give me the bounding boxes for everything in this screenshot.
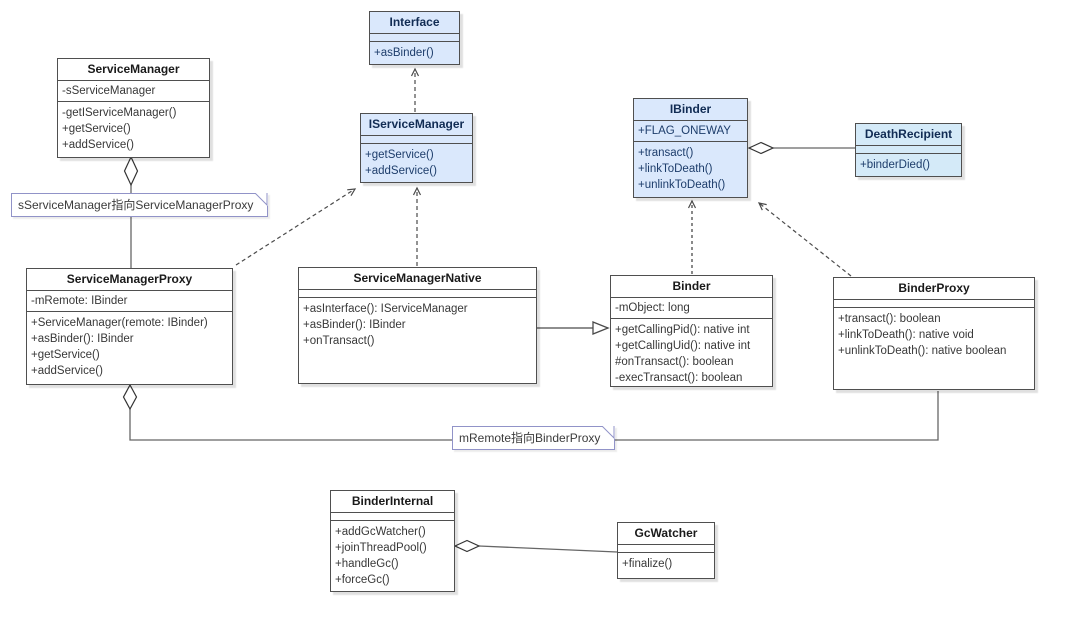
class-attributes bbox=[361, 136, 472, 144]
class-title: GcWatcher bbox=[618, 523, 714, 545]
note-sservicemanager-pointer: sServiceManager指向ServiceManagerProxy bbox=[11, 193, 269, 217]
method-line: +addGcWatcher() bbox=[335, 526, 426, 538]
connector-ibinder-deathrecipient bbox=[747, 141, 855, 155]
method-line: -getIServiceManager() bbox=[62, 107, 177, 119]
class-ibinder: IBinder +FLAG_ONEWAY +transact() +linkTo… bbox=[633, 98, 748, 198]
method-line: +addService() bbox=[62, 139, 134, 151]
note-text: sServiceManager指向ServiceManagerProxy bbox=[18, 198, 254, 212]
attribute-line: -mObject: long bbox=[615, 302, 690, 314]
method-line: +finalize() bbox=[622, 558, 673, 570]
class-title: ServiceManagerNative bbox=[299, 268, 536, 290]
method-line: +joinThreadPool() bbox=[335, 542, 427, 554]
method-line: +getCallingUid(): native int bbox=[615, 340, 751, 352]
connector-smproxy-iservicemanager bbox=[235, 188, 357, 266]
connector-binderproxy-ibinder bbox=[757, 202, 852, 277]
note-text: mRemote指向BinderProxy bbox=[459, 431, 601, 445]
attribute-line: -mRemote: IBinder bbox=[31, 295, 128, 307]
class-title: IBinder bbox=[634, 99, 747, 121]
class-title: IServiceManager bbox=[361, 114, 472, 136]
class-deathrecipient: DeathRecipient +binderDied() bbox=[855, 123, 962, 177]
class-attributes: -mObject: long bbox=[611, 298, 772, 319]
class-title: BinderProxy bbox=[834, 278, 1034, 300]
method-line: +asBinder() bbox=[374, 47, 434, 59]
method-line: #onTransact(): boolean bbox=[615, 356, 734, 368]
method-line: +linkToDeath() bbox=[638, 163, 713, 175]
class-attributes bbox=[856, 146, 961, 154]
class-iservicemanager: IServiceManager +getService() +addServic… bbox=[360, 113, 473, 183]
class-methods: +asBinder() bbox=[370, 42, 459, 64]
method-line: +handleGc() bbox=[335, 558, 399, 570]
class-title: BinderInternal bbox=[331, 491, 454, 513]
class-attributes bbox=[370, 34, 459, 42]
class-binderinternal: BinderInternal +addGcWatcher() +joinThre… bbox=[330, 490, 455, 592]
class-methods: +ServiceManager(remote: IBinder) +asBind… bbox=[27, 312, 232, 384]
class-servicemanagerproxy: ServiceManagerProxy -mRemote: IBinder +S… bbox=[26, 268, 233, 385]
method-line: +getService() bbox=[365, 149, 434, 161]
attribute-line: -sServiceManager bbox=[62, 85, 156, 97]
class-attributes bbox=[299, 290, 536, 298]
method-line: +forceGc() bbox=[335, 574, 390, 586]
method-line: +asInterface(): IServiceManager bbox=[303, 303, 468, 315]
class-methods: +getService() +addService() bbox=[361, 144, 472, 182]
class-attributes bbox=[331, 513, 454, 521]
class-attributes bbox=[834, 300, 1034, 308]
method-line: +getService() bbox=[62, 123, 131, 135]
method-line: +transact() bbox=[638, 147, 694, 159]
method-line: -execTransact(): boolean bbox=[615, 372, 743, 384]
class-attributes: -mRemote: IBinder bbox=[27, 291, 232, 312]
method-line: +asBinder(): IBinder bbox=[31, 333, 134, 345]
connector-binderinternal-gcwatcher bbox=[453, 539, 618, 553]
class-title: Interface bbox=[370, 12, 459, 34]
note-mremote-pointer: mRemote指向BinderProxy bbox=[452, 426, 616, 450]
class-attributes bbox=[618, 545, 714, 553]
method-line: +addService() bbox=[365, 165, 437, 177]
class-title: ServiceManagerProxy bbox=[27, 269, 232, 291]
class-attributes: +FLAG_ONEWAY bbox=[634, 121, 747, 142]
class-servicemanager: ServiceManager -sServiceManager -getISer… bbox=[57, 58, 210, 158]
method-line: +binderDied() bbox=[860, 159, 930, 171]
class-attributes: -sServiceManager bbox=[58, 81, 209, 102]
class-binderproxy: BinderProxy +transact(): boolean +linkTo… bbox=[833, 277, 1035, 390]
class-interface: Interface +asBinder() bbox=[369, 11, 460, 65]
class-gcwatcher: GcWatcher +finalize() bbox=[617, 522, 715, 579]
note-fold-corner-icon bbox=[602, 426, 616, 439]
attribute-line: +FLAG_ONEWAY bbox=[638, 125, 731, 137]
method-line: +asBinder(): IBinder bbox=[303, 319, 406, 331]
class-methods: +asInterface(): IServiceManager +asBinde… bbox=[299, 298, 536, 383]
class-methods: +binderDied() bbox=[856, 154, 961, 176]
method-line: +onTransact() bbox=[303, 335, 375, 347]
method-line: +getCallingPid(): native int bbox=[615, 324, 750, 336]
class-methods: +getCallingPid(): native int +getCalling… bbox=[611, 319, 772, 389]
class-title: ServiceManager bbox=[58, 59, 209, 81]
method-line: +unlinkToDeath(): native boolean bbox=[838, 345, 1007, 357]
method-line: +addService() bbox=[31, 365, 103, 377]
class-servicemanagernative: ServiceManagerNative +asInterface(): ISe… bbox=[298, 267, 537, 384]
class-methods: +transact() +linkToDeath() +unlinkToDeat… bbox=[634, 142, 747, 197]
class-binder: Binder -mObject: long +getCallingPid(): … bbox=[610, 275, 773, 387]
note-fold-corner-icon bbox=[255, 193, 269, 206]
class-methods: +addGcWatcher() +joinThreadPool() +handl… bbox=[331, 521, 454, 591]
class-methods: +transact(): boolean +linkToDeath(): nat… bbox=[834, 308, 1034, 389]
method-line: +unlinkToDeath() bbox=[638, 179, 726, 191]
method-line: +transact(): boolean bbox=[838, 313, 941, 325]
method-line: +linkToDeath(): native void bbox=[838, 329, 974, 341]
class-methods: +finalize() bbox=[618, 553, 714, 578]
method-line: +getService() bbox=[31, 349, 100, 361]
class-title: DeathRecipient bbox=[856, 124, 961, 146]
class-title: Binder bbox=[611, 276, 772, 298]
class-methods: -getIServiceManager() +getService() +add… bbox=[58, 102, 209, 157]
method-line: +ServiceManager(remote: IBinder) bbox=[31, 317, 208, 329]
